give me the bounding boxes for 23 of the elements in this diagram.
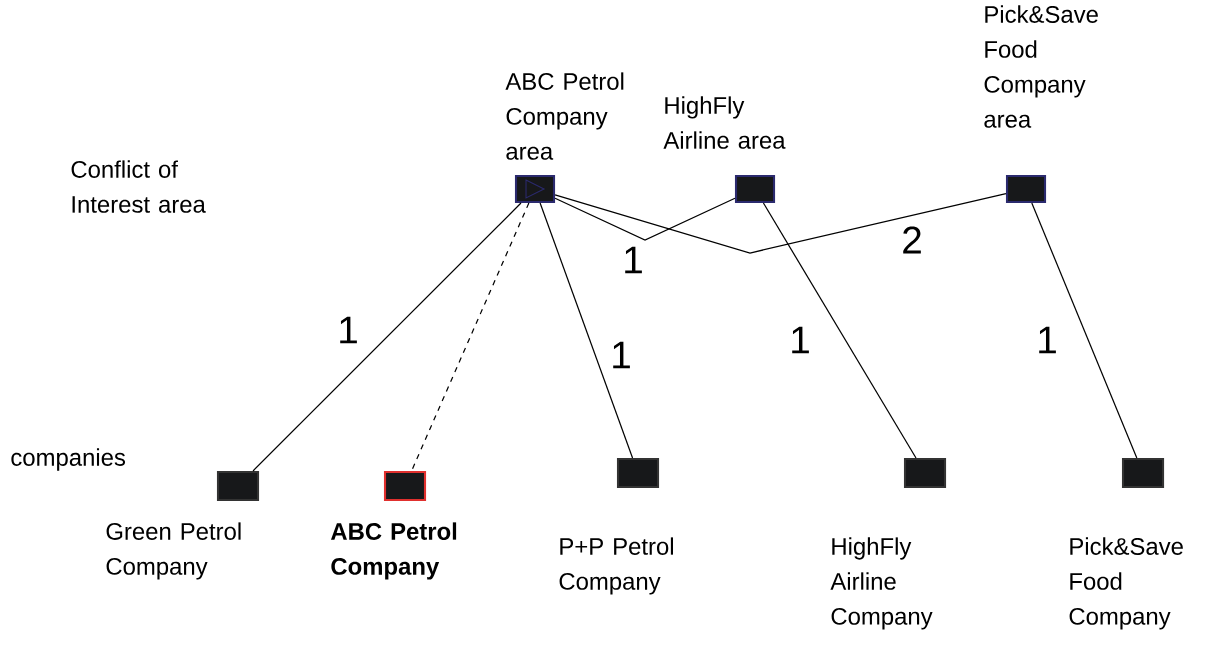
edge-label: 2: [899, 224, 925, 256]
box-with-label: ABC Petrol Company area: [505, 72, 624, 204]
box-with-label: Pick&Save Food Company area: [984, 5, 1098, 204]
connector-line: [554, 193, 1007, 254]
box-with-label: P+P Petrol Company: [559, 457, 673, 595]
row-label: companies: [11, 448, 126, 471]
edge-label: 1: [787, 324, 813, 356]
edge-label: 1: [1034, 324, 1060, 356]
box-with-label: HighFly Airline area: [663, 96, 786, 204]
box-with-label: Pick&Save Food Company: [1069, 457, 1183, 630]
connector-line: [252, 202, 522, 472]
connector-line: [762, 202, 917, 459]
connector-line: [539, 202, 634, 459]
box-with-label: HighFly Airline Company: [830, 457, 947, 630]
edge-label: 1: [620, 244, 646, 276]
row-label: Conflict of Interest area: [71, 160, 206, 213]
connector-line: [554, 197, 736, 241]
edge-label: 1: [608, 339, 634, 371]
edge-label: 1: [335, 314, 361, 346]
connector-line: [1031, 202, 1138, 459]
box-with-label: ABC Petrol Company: [330, 470, 457, 580]
box-with-label: Green Petrol Company: [106, 470, 260, 580]
connector-line: [410, 202, 530, 472]
